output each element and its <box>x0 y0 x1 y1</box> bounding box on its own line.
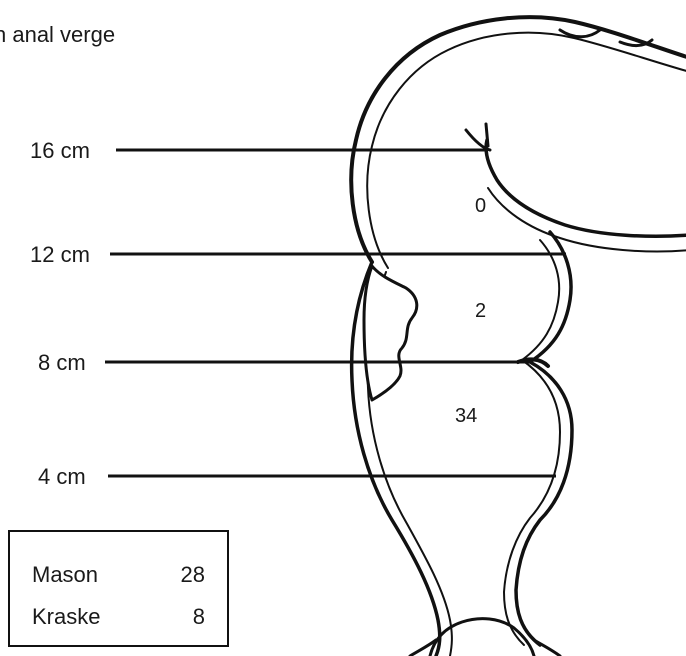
sigmoid-outer-wall <box>351 17 686 262</box>
legend-value-kraske: 8 <box>193 604 205 629</box>
legend-name-mason: Mason <box>32 562 98 587</box>
sigmoid-inner-fold <box>486 140 686 236</box>
header-text: n anal verge <box>0 22 115 47</box>
level-label-12cm: 12 cm <box>30 242 90 267</box>
level-label-4cm: 4 cm <box>38 464 86 489</box>
right-wall-inner <box>504 240 560 645</box>
segment-count-16-12: 0 <box>475 195 486 217</box>
legend-value-mason: 28 <box>181 562 205 587</box>
anal-canal <box>430 619 534 656</box>
legend-box: Mason 28 Kraske 8 <box>9 531 228 646</box>
level-label-8cm: 8 cm <box>38 350 86 375</box>
sigmoid-inner-fold-2 <box>488 188 686 252</box>
segment-count-8-4: 34 <box>455 405 477 427</box>
legend-name-kraske: Kraske <box>32 604 100 629</box>
level-label-16cm: 16 cm <box>30 138 90 163</box>
anal-skin-right <box>534 640 560 656</box>
segment-count-12-8: 2 <box>475 300 486 322</box>
rectum-outline <box>351 17 686 656</box>
right-wall <box>516 232 572 645</box>
tumor-mass <box>364 266 417 400</box>
